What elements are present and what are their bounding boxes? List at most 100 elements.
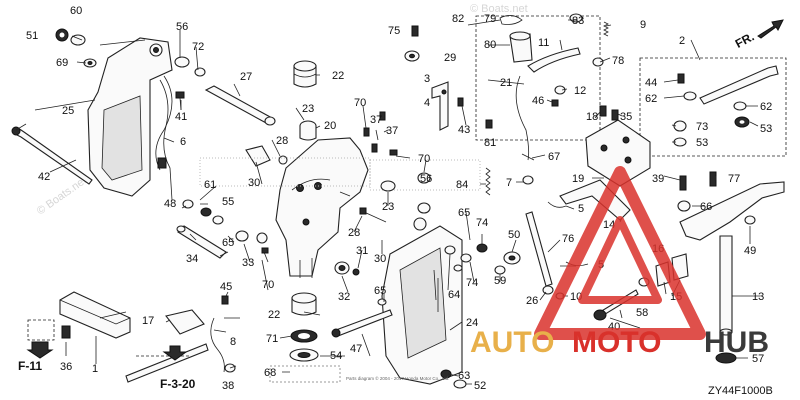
- nut-31: [352, 268, 360, 276]
- bracket-3: [431, 81, 464, 131]
- label-76: 76: [562, 233, 574, 245]
- bushing-20-23: [299, 120, 317, 141]
- bushing-23-center: [380, 180, 396, 192]
- nut-50-59: [494, 251, 521, 275]
- tilt-shaft-27: [204, 85, 276, 126]
- label-34: 34: [186, 253, 198, 265]
- label-50: 50: [508, 229, 520, 241]
- hose-clip-79: [499, 15, 523, 25]
- spacers-48-55: [182, 199, 268, 244]
- label-29: 29: [444, 52, 456, 64]
- label-62b: 62: [760, 101, 772, 113]
- washers-62-53: [733, 101, 750, 128]
- nut-51-60: [55, 28, 86, 46]
- washers-65-74: [444, 243, 488, 272]
- label-49: 49: [744, 245, 756, 257]
- label-27: 27: [240, 71, 252, 83]
- nut-63: [440, 369, 452, 379]
- tube-21: [515, 75, 530, 161]
- label-51: 51: [26, 30, 38, 42]
- logo-text-moto: MOTO: [572, 326, 661, 359]
- wire-8: [210, 317, 225, 373]
- clip-28-top: [278, 155, 288, 165]
- label-39: 39: [652, 173, 664, 185]
- label-48: 48: [164, 198, 176, 210]
- leader-lines: [15, 19, 760, 385]
- bolt-81: [485, 119, 493, 129]
- label-65a: 65: [222, 237, 234, 249]
- label-65b: 65: [374, 285, 386, 297]
- label-74a: 74: [476, 217, 488, 229]
- label-21: 21: [500, 77, 512, 89]
- label-28b: 28: [348, 227, 360, 239]
- label-64: 64: [448, 289, 460, 301]
- clip-78: [592, 57, 604, 67]
- label-52: 52: [474, 380, 486, 392]
- label-4: 4: [424, 97, 430, 109]
- label-66: 66: [700, 201, 712, 213]
- bolt-75-29: [404, 25, 420, 62]
- label-46: 46: [532, 95, 544, 107]
- label-5a: 5: [578, 203, 584, 215]
- label-18: 18: [586, 111, 598, 123]
- label-23a: 23: [302, 103, 314, 115]
- spring-9: [603, 21, 609, 37]
- label-54: 54: [330, 350, 342, 362]
- label-70b: 70: [418, 153, 430, 165]
- label-61: 61: [204, 179, 216, 191]
- label-69: 69: [56, 57, 68, 69]
- label-12: 12: [574, 85, 586, 97]
- group-box-82: [475, 15, 601, 141]
- ref-box-f11: [26, 319, 55, 359]
- logo-text-hub: HUB: [704, 326, 769, 359]
- label-24: 24: [466, 317, 478, 329]
- bolt-77: [709, 171, 717, 187]
- label-25: 25: [62, 105, 74, 117]
- label-65c: 65: [458, 207, 470, 219]
- logo-triangle-outer: [534, 166, 706, 340]
- label-1: 1: [92, 363, 98, 375]
- label-28a: 28: [276, 135, 288, 147]
- fr-label: FR.: [733, 29, 757, 50]
- bolt-7: [522, 175, 534, 185]
- spring-84: [485, 167, 491, 196]
- bolt-46: [551, 99, 559, 107]
- bolts-37: [363, 111, 398, 156]
- label-42: 42: [38, 171, 50, 183]
- wire-6-connector: [157, 157, 167, 169]
- nut-49: [744, 215, 756, 225]
- bolt-36: [61, 325, 71, 339]
- steering-arm-13: [679, 181, 785, 336]
- front-direction-arrow: FR.: [733, 19, 784, 51]
- label-67: 67: [548, 151, 560, 163]
- washer-66: [677, 200, 691, 212]
- washer-54: [289, 348, 319, 362]
- washer-32: [334, 261, 350, 275]
- label-9: 9: [640, 19, 646, 31]
- label-80: 80: [484, 39, 496, 51]
- rod-2: [699, 65, 779, 105]
- collar-56: [174, 56, 206, 77]
- bolt-28-center: [359, 207, 387, 223]
- bolt-39: [679, 175, 687, 191]
- wire-6: [155, 75, 173, 171]
- ref-box-f320: [136, 345, 190, 361]
- label-11: 11: [538, 37, 549, 49]
- label-30b: 30: [374, 253, 386, 265]
- label-33: 33: [242, 257, 254, 269]
- label-53a: 53: [760, 123, 772, 135]
- label-47: 47: [350, 343, 362, 355]
- label-53b: 53: [696, 137, 708, 149]
- collar-73-53: [673, 120, 687, 147]
- label-55: 55: [222, 196, 234, 208]
- collar-56-right: [417, 172, 431, 184]
- bracket-1-plate: [59, 291, 131, 339]
- label-77: 77: [728, 173, 740, 185]
- label-36: 36: [60, 361, 72, 373]
- label-22a: 22: [332, 70, 344, 82]
- group-box-2: [639, 57, 787, 157]
- label-7: 7: [506, 177, 512, 189]
- label-43: 43: [458, 124, 470, 136]
- watermark-top: © Boats.net: [470, 3, 528, 15]
